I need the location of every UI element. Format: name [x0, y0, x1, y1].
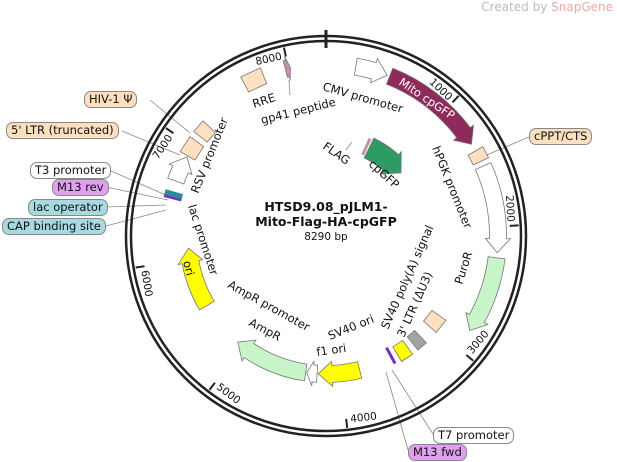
callout-m13-fwd[interactable]: M13 fwd: [408, 444, 467, 461]
callout-cppt-cts[interactable]: cPPT/CTS: [529, 128, 593, 145]
callout-5-ltr[interactable]: 5' LTR (truncated): [6, 122, 119, 139]
plasmid-name-line1: HTSD9.08_pJLM1-: [264, 199, 387, 215]
feature-cpgfp[interactable]: [363, 137, 402, 175]
feature-rre[interactable]: [240, 67, 268, 93]
label-ampr: AmpR: [247, 315, 284, 343]
callout-t7-promoter[interactable]: T7 promoter: [433, 427, 515, 444]
tick-mark: [165, 127, 174, 134]
brand-prefix: Created by: [481, 0, 548, 14]
cap-site-mark[interactable]: [164, 189, 183, 198]
feature-ampr[interactable]: [237, 339, 308, 382]
flag-mark[interactable]: [361, 137, 372, 156]
tick-mark: [451, 95, 460, 104]
m13-fwd-mark[interactable]: [385, 346, 397, 365]
brand-name: SnapGene: [551, 0, 613, 14]
feature-sv40-ori[interactable]: [392, 339, 414, 363]
label-ori: ori: [180, 259, 197, 277]
callout-cap-binding-site[interactable]: CAP binding site: [2, 218, 106, 235]
snapgene-branding: Created by SnapGene: [481, 0, 613, 14]
callout-m13-rev[interactable]: M13 rev: [52, 179, 109, 196]
feature-mito-cpgfp[interactable]: [385, 67, 475, 145]
feature-3-ltr[interactable]: [422, 309, 447, 333]
callout-t3-promoter[interactable]: T3 promoter: [30, 162, 112, 179]
label-puror: PuroR: [452, 250, 476, 286]
tick-label: 6000: [138, 269, 154, 297]
label-rre: RRE: [251, 90, 277, 110]
tick-mark: [135, 265, 145, 269]
plasmid-length: 8290 bp: [304, 231, 348, 243]
tick-mark: [208, 382, 216, 391]
lac-operator-mark[interactable]: [164, 191, 183, 200]
tick-mark: [345, 418, 349, 428]
feature-f1-ori[interactable]: [317, 360, 363, 388]
plasmid-name-line2: Mito-Flag-HA-cpGFP: [255, 214, 397, 229]
feature-hpgk-promoter[interactable]: [474, 162, 512, 254]
tick-label: 5000: [214, 381, 243, 407]
feature-ori[interactable]: [177, 247, 215, 311]
feature-puror[interactable]: [465, 256, 506, 332]
tick-mark: [282, 47, 287, 57]
callout-lac-operator[interactable]: lac operator: [28, 199, 108, 216]
label-f1-ori: f1 ori: [315, 341, 347, 359]
feature-cppt-cts[interactable]: [467, 146, 490, 166]
feature-rsv-promoter[interactable]: [167, 156, 193, 185]
feature-gp41[interactable]: [282, 56, 291, 81]
tick-label: 2000: [503, 195, 516, 222]
feature-sv40-polya[interactable]: [406, 329, 427, 351]
feature-cmv-promoter[interactable]: [353, 57, 388, 84]
tick-mark: [465, 354, 474, 362]
label-flag: FLAG: [320, 139, 353, 168]
callout-hiv-psi[interactable]: HIV-1 Ψ: [84, 91, 138, 108]
feature-hiv-psi[interactable]: [193, 120, 216, 143]
label-hpgk-promoter: hPGK promoter: [429, 144, 475, 231]
label-sv40-ori: SV40 ori: [326, 312, 376, 343]
tick-label: 7000: [150, 133, 175, 162]
feature-5-ltr[interactable]: [179, 136, 205, 161]
feature-ampr-promoter[interactable]: [306, 360, 319, 386]
tick-label: 4000: [350, 411, 378, 426]
tick-label: 8000: [254, 51, 283, 69]
m13-rev-mark[interactable]: [163, 194, 182, 202]
